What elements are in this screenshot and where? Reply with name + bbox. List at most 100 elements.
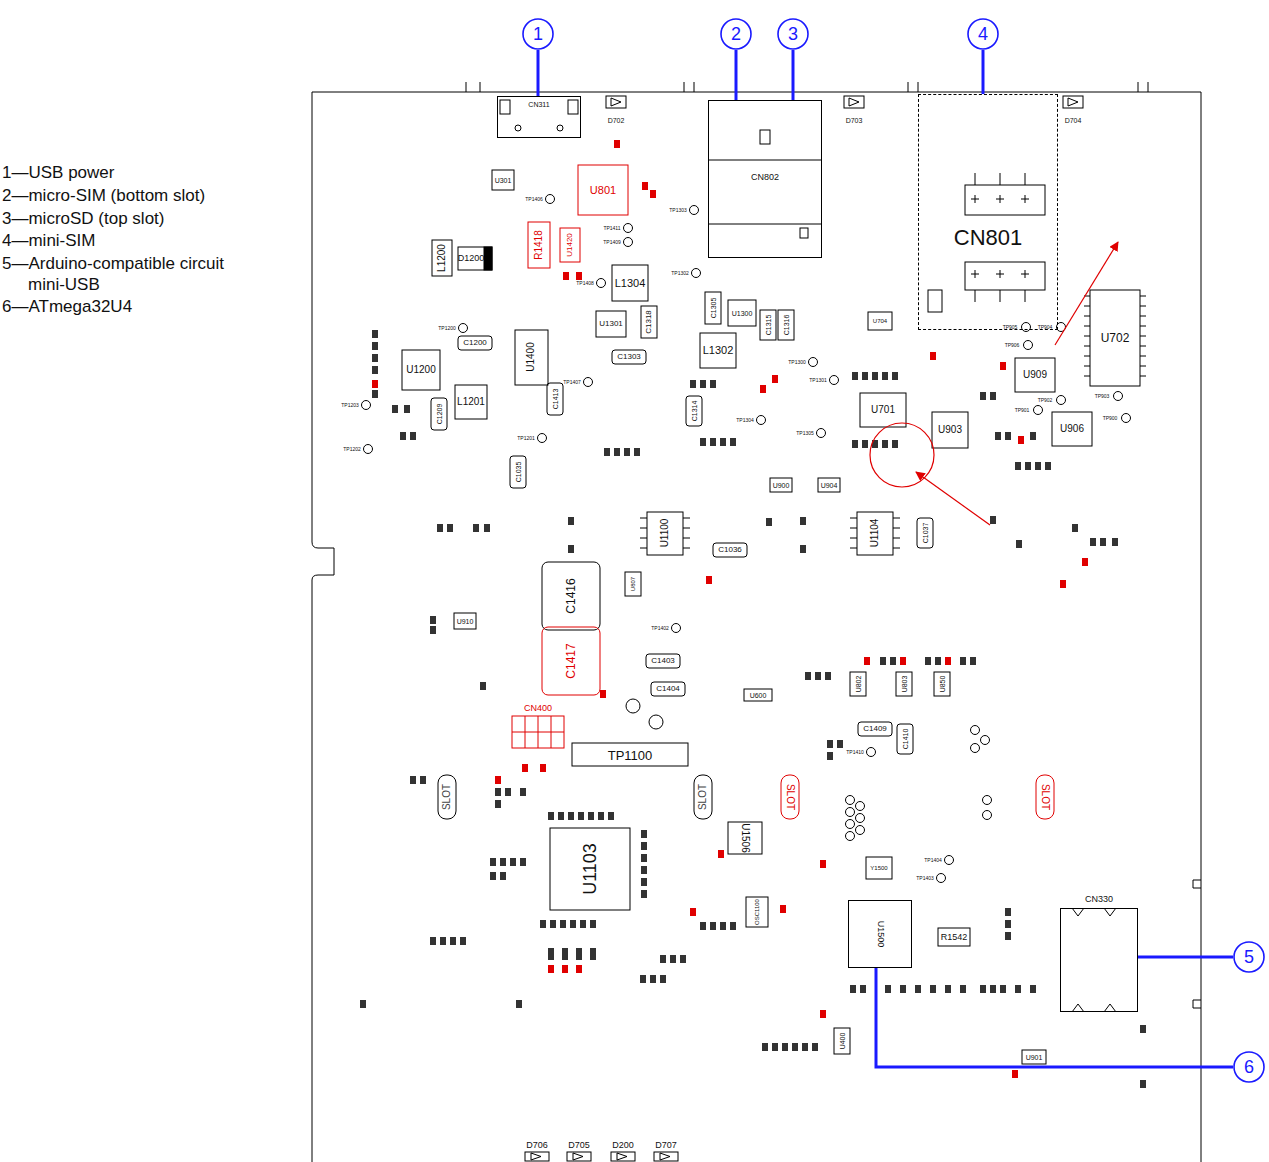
component-designator: C1403 (651, 657, 675, 665)
callout-number: 4 (967, 18, 999, 50)
component-designator: C1410 (902, 729, 909, 750)
connector-detail (557, 125, 563, 131)
red-component-outline (512, 716, 564, 748)
connector-detail (760, 130, 770, 144)
test-point (983, 811, 992, 820)
red-component-outline (512, 716, 564, 748)
connector-detail (965, 262, 1045, 290)
component-designator: U1200 (406, 365, 435, 375)
component-outline (573, 1153, 583, 1160)
leader-line (876, 968, 1233, 1067)
callout-key: 3—microSD (top slot) (2, 208, 164, 229)
component-outline (515, 330, 548, 385)
test-point-label: TP904 (1038, 325, 1053, 330)
callout-number: 2 (720, 18, 752, 50)
component-outline (1068, 98, 1078, 106)
test-point (983, 796, 992, 805)
test-point (1022, 323, 1031, 332)
component-outline (834, 1028, 850, 1054)
component-designator: U801 (590, 185, 616, 196)
component-outline (686, 396, 702, 426)
part-designator: CN311 (528, 101, 549, 108)
component-designator: U1506 (740, 823, 750, 852)
component-outline (550, 828, 630, 910)
sim-sd-slot: CN802 (708, 100, 822, 258)
component-outline (646, 654, 680, 668)
component-designator: Y1500 (870, 865, 887, 871)
board-outline (312, 82, 1201, 1162)
component-outline (612, 350, 646, 364)
test-point-label: TP1302 (671, 271, 689, 276)
component-outline (850, 672, 866, 696)
test-point (362, 195, 1131, 883)
component-outline (431, 398, 447, 430)
component-outline (1015, 358, 1055, 392)
test-point-label: TP1203 (341, 403, 359, 408)
component-outline (572, 743, 688, 766)
mini-usb-connector: CN330 (1060, 908, 1138, 1012)
component-outline (596, 311, 626, 337)
component-designator: C1316 (783, 315, 790, 336)
board-outline (1193, 880, 1201, 1008)
component-outline (492, 170, 514, 190)
component-outline (641, 306, 657, 338)
component-outline (746, 897, 768, 927)
component-outline (866, 857, 892, 879)
component-designator: C1413 (552, 389, 559, 410)
component-outline (1063, 96, 1083, 108)
callout-circle (721, 19, 751, 49)
component-outline (860, 393, 906, 427)
test-point (846, 796, 855, 805)
component-outline (744, 689, 772, 701)
component-outline (760, 310, 776, 340)
component-outline (567, 1152, 591, 1161)
red-component-outline (1036, 775, 1054, 819)
part-designator: U1500 (876, 921, 885, 948)
component-outline (611, 98, 621, 106)
component-outline (647, 512, 683, 555)
test-point (649, 715, 663, 729)
component-outline (432, 240, 452, 276)
component-designator: D706 (526, 1141, 548, 1150)
component-designator: C1035 (515, 462, 522, 483)
component-designator: C1318 (645, 310, 653, 334)
component-designator: C1404 (656, 685, 680, 693)
solder-pad (372, 140, 1088, 1078)
connector-detail (500, 100, 1116, 1012)
test-point (856, 826, 865, 835)
component-designator: L1302 (703, 345, 734, 356)
component-designator: C1417 (565, 643, 577, 678)
component-outline (547, 383, 563, 415)
test-point-label: TP1407 (563, 380, 581, 385)
test-point-label: TP1410 (846, 750, 864, 755)
part-designator: CN802 (751, 173, 779, 182)
component-designator: R1542 (941, 933, 968, 942)
component-designator: D703 (846, 117, 863, 124)
test-point-label: TP1301 (809, 378, 827, 383)
connector-detail (975, 290, 1025, 302)
red-component-outline (560, 228, 580, 262)
connector-detail (800, 228, 808, 238)
component-outline (700, 333, 736, 368)
component-designator: TP1100 (608, 749, 653, 762)
component-outline (458, 336, 492, 350)
component-outline (660, 1153, 670, 1160)
test-point (971, 744, 980, 753)
callout-key: 1—USB power (2, 162, 114, 183)
board-outline (466, 82, 1148, 92)
mini-sim-holder: CN801 (918, 94, 1058, 330)
leader-line (1138, 956, 1233, 959)
component-outline (651, 682, 685, 696)
component-designator: L1304 (615, 278, 646, 289)
test-point (1057, 396, 1066, 405)
component-designator: U903 (938, 425, 962, 435)
component-outline (858, 722, 892, 736)
callout-circle (1234, 1052, 1264, 1082)
component-outline (458, 247, 492, 270)
test-point (846, 832, 855, 841)
component-designator: U704 (873, 318, 887, 324)
component-designator: U1400 (526, 342, 536, 371)
component-outline (510, 456, 526, 488)
callout-number: 6 (1244, 1058, 1254, 1076)
component-designator: U1103 (581, 843, 599, 895)
